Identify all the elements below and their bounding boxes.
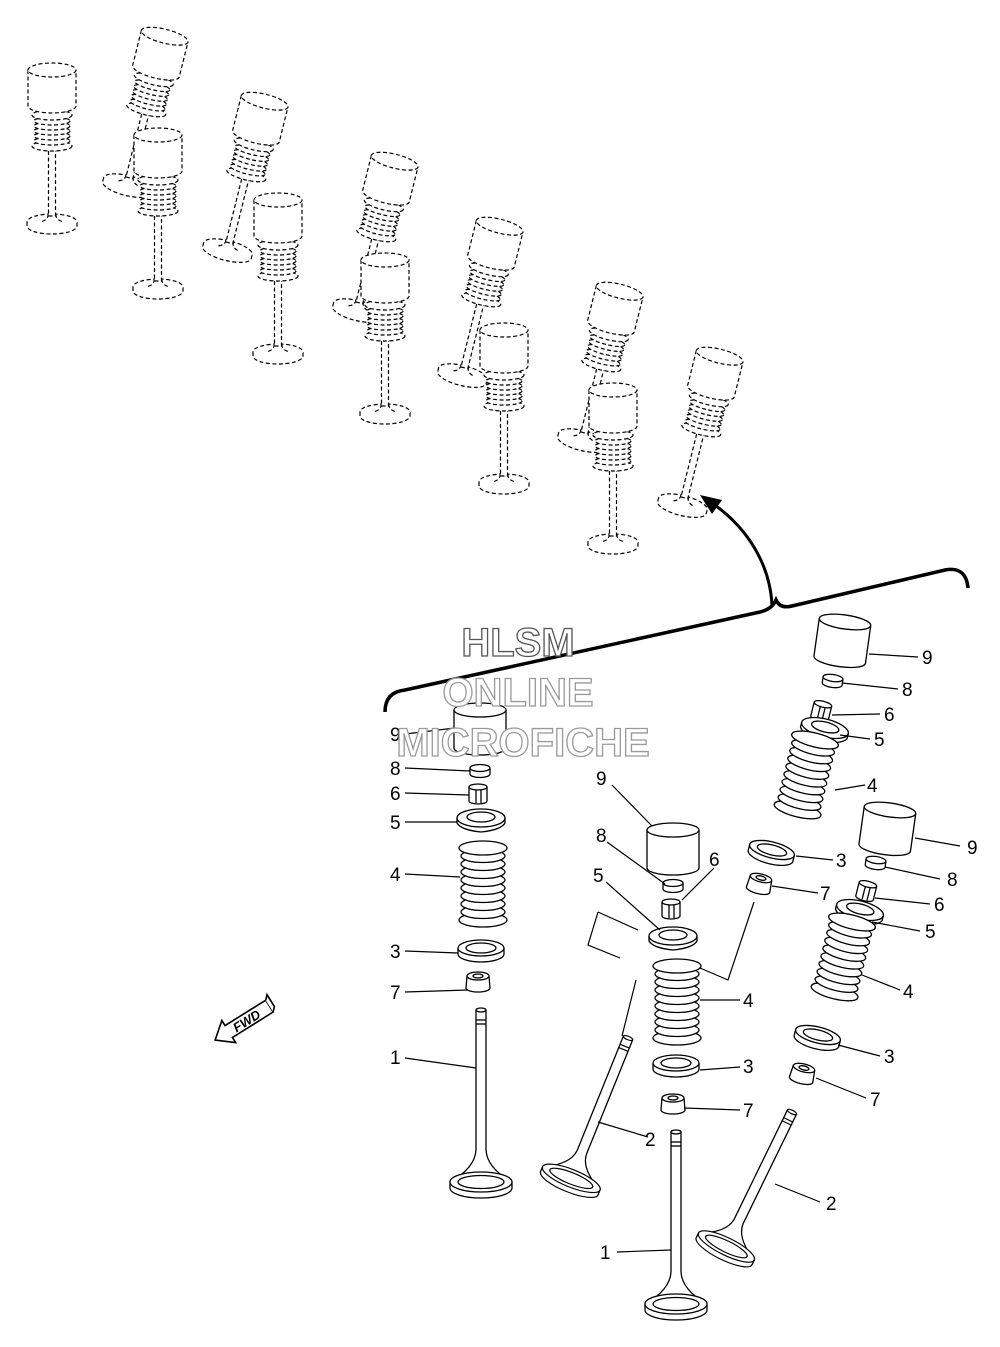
callout-2: 2 bbox=[645, 1130, 656, 1151]
assembly-c bbox=[644, 822, 708, 1321]
callout-6: 6 bbox=[709, 850, 720, 871]
callouts-assembly-d: 9 8 6 5 4 3 7 bbox=[820, 648, 933, 905]
guide-lines bbox=[587, 901, 755, 1037]
watermark: HLSM ONLINE MICROFICHE bbox=[396, 620, 651, 765]
callout-7: 7 bbox=[743, 1101, 754, 1122]
watermark-line-1: HLSM bbox=[461, 621, 574, 665]
callout-1: 1 bbox=[600, 1243, 611, 1264]
callout-3: 3 bbox=[884, 1047, 895, 1068]
callout-4: 4 bbox=[743, 991, 754, 1012]
callout-8: 8 bbox=[390, 759, 401, 780]
callout-6: 6 bbox=[884, 705, 895, 726]
phantom-assemblies bbox=[26, 22, 747, 555]
callout-1: 1 bbox=[390, 1048, 401, 1069]
callout-4: 4 bbox=[867, 776, 878, 797]
assembly-e bbox=[787, 798, 918, 1088]
callouts-assembly-e: 9 8 6 5 4 3 7 2 bbox=[826, 838, 978, 1215]
callout-9: 9 bbox=[596, 769, 607, 790]
callout-2: 2 bbox=[826, 1194, 837, 1215]
callout-8: 8 bbox=[947, 870, 958, 891]
callout-5: 5 bbox=[390, 813, 401, 834]
group-bracket bbox=[383, 567, 970, 713]
callout-4: 4 bbox=[390, 865, 401, 886]
callout-3: 3 bbox=[836, 851, 847, 872]
callout-3: 3 bbox=[390, 942, 401, 963]
callout-6: 6 bbox=[390, 784, 401, 805]
callouts-assembly-a: 9 8 6 5 4 3 7 1 bbox=[390, 725, 401, 1069]
callout-4: 4 bbox=[903, 982, 914, 1003]
watermark-line-3: MICROFICHE bbox=[396, 721, 649, 765]
leader-lines bbox=[404, 653, 961, 1253]
callout-9: 9 bbox=[922, 648, 933, 669]
callout-9: 9 bbox=[390, 725, 401, 746]
callouts-center: 9 8 6 5 4 3 7 2 1 bbox=[593, 769, 754, 1264]
callout-8: 8 bbox=[902, 680, 913, 701]
callout-7: 7 bbox=[390, 983, 401, 1004]
fwd-direction-icon: FWD bbox=[214, 992, 276, 1044]
callout-7: 7 bbox=[870, 1090, 881, 1111]
callout-5: 5 bbox=[925, 922, 936, 943]
callout-6: 6 bbox=[934, 895, 945, 916]
watermark-line-2: ONLINE bbox=[442, 671, 593, 715]
callout-9: 9 bbox=[967, 838, 978, 859]
callout-8: 8 bbox=[596, 826, 607, 847]
reference-arrow bbox=[700, 495, 774, 606]
assembly-d bbox=[744, 610, 873, 898]
callout-3: 3 bbox=[743, 1057, 754, 1078]
callout-5: 5 bbox=[874, 730, 885, 751]
callout-7: 7 bbox=[820, 884, 831, 905]
assembly-a bbox=[449, 702, 513, 1199]
callout-5: 5 bbox=[593, 866, 604, 887]
